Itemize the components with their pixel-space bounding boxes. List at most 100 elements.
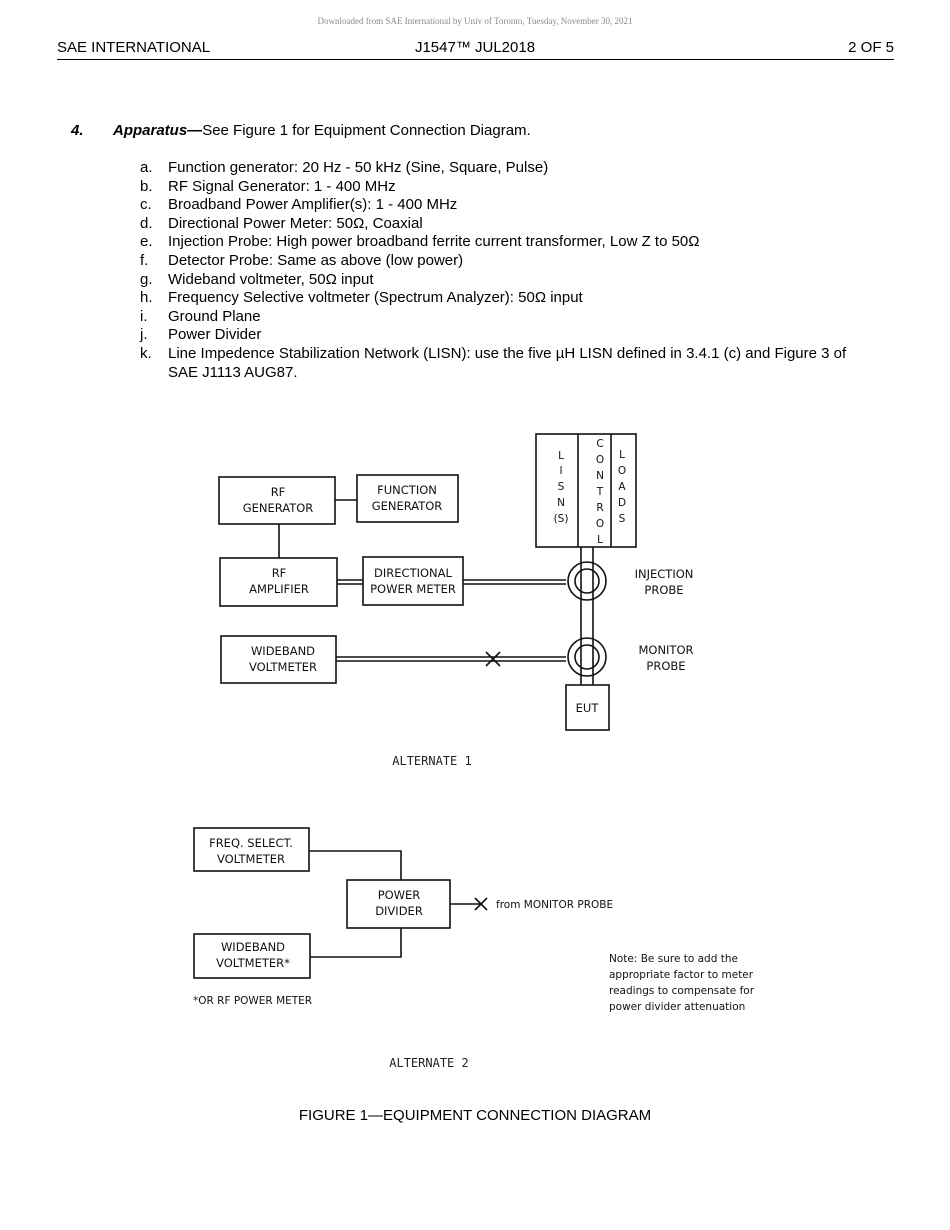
function-generator-label-line1: FUNCTION (377, 483, 437, 497)
list-item-text: Frequency Selective voltmeter (Spectrum … (168, 289, 583, 307)
header-organization: SAE INTERNATIONAL (57, 39, 211, 56)
injection-probe-label-line1: INJECTION (635, 567, 694, 581)
loads-letter: A (618, 481, 626, 493)
list-marker: d. (140, 214, 153, 232)
directional-power-meter-label-line2: POWER METER (370, 582, 456, 596)
lisn-letter: S (558, 481, 565, 493)
control-letter: L (597, 534, 603, 546)
wideband-voltmeter-label-line2: VOLTMETER (249, 660, 317, 674)
list-item: h. Frequency Selective voltmeter (Spectru… (140, 289, 880, 308)
list-marker: e. (140, 233, 153, 251)
list-marker: k. (140, 344, 152, 362)
list-marker: h. (140, 289, 153, 307)
list-item: a. Function generator: 20 Hz - 50 kHz (Si… (140, 159, 880, 178)
wideband-voltmeter-2-label-line2: VOLTMETER* (216, 956, 290, 970)
list-marker: i. (140, 307, 148, 325)
cross-mark-icon (485, 651, 501, 667)
section-text: See Figure 1 for Equipment Connection Di… (202, 122, 531, 139)
injection-probe-inner-ring (574, 568, 600, 594)
lisn-letter: N (557, 497, 565, 509)
power-divider-label-line2: DIVIDER (375, 904, 423, 918)
list-item-text: Detector Probe: Same as above (low power… (168, 251, 464, 269)
cross-mark-icon (474, 897, 488, 911)
list-item: c.Broadband Power Amplifier(s): 1 - 400 … (140, 196, 880, 215)
monitor-probe-inner-ring (574, 644, 600, 670)
wideband-voltmeter-box (220, 635, 337, 684)
alternate-1-caption: ALTERNATE 1 (392, 754, 471, 768)
rf-amplifier-label-line1: RF (272, 566, 287, 580)
lisn-control-loads-box (535, 433, 637, 548)
rf-amplifier-label-line2: AMPLIFIER (249, 582, 309, 596)
freq-select-voltmeter-label-line2: VOLTMETER (217, 852, 285, 866)
injection-probe-label-line2: PROBE (644, 583, 683, 597)
list-marker: g. (140, 270, 153, 288)
note-line: readings to compensate for (609, 985, 755, 997)
control-letter: O (596, 518, 604, 530)
list-marker: a. (140, 159, 153, 176)
injection-probe-outer-ring (567, 561, 607, 601)
power-divider-label-line1: POWER (378, 888, 421, 902)
list-item: d. Directional Power Meter: 50Ω, Coaxial (140, 215, 880, 234)
directional-power-meter-label-line1: DIRECTIONAL (374, 566, 452, 580)
control-letter: R (596, 502, 603, 514)
loads-letter: O (618, 465, 626, 477)
apparatus-list: a. Function generator: 20 Hz - 50 kHz (Si… (140, 159, 880, 382)
control-letter: O (596, 454, 604, 466)
header-document-id: J1547™ JUL2018 (414, 39, 536, 56)
header-page-number: 2 OF 5 (848, 39, 894, 56)
freq-to-divider-wire (309, 850, 402, 880)
list-item: g. Wideband voltmeter, 50Ω input (140, 271, 880, 290)
eut-box (565, 684, 610, 731)
control-letter: C (596, 438, 603, 450)
eut-label: EUT (576, 701, 600, 715)
list-marker: j. (140, 326, 148, 344)
list-item-text: Wideband voltmeter, 50Ω input (168, 270, 374, 288)
alternate-2-caption: ALTERNATE 2 (389, 1056, 468, 1070)
list-marker: b. (140, 177, 153, 195)
rf-generator-label-line1: RF (271, 485, 286, 499)
wideband-voltmeter-box-2 (193, 933, 311, 979)
monitor-probe-outer-ring (567, 637, 607, 677)
control-letter: N (596, 470, 604, 482)
lisn-letter: L (558, 450, 564, 462)
wideband-voltmeter-label-line1: WIDEBAND (251, 644, 315, 658)
monitor-probe-label-line1: MONITOR (638, 643, 693, 657)
directional-power-meter-box (362, 556, 464, 606)
list-item-text: Broadband Power Amplifier(s): 1 - 400 MH… (168, 196, 458, 214)
from-monitor-probe-label: from MONITOR PROBE (496, 899, 613, 911)
lisn-letter: (S) (554, 513, 569, 525)
download-note: Downloaded from SAE International by Uni… (317, 16, 633, 26)
section-heading: 4. Apparatus—See Figure 1 for Equipment C… (71, 122, 531, 139)
rf-generator-label-line2: GENERATOR (243, 501, 314, 515)
list-item: k. Line Impedence Stabilization Network (… (140, 345, 880, 382)
header-rule (57, 59, 894, 60)
monitor-probe-label-line2: PROBE (646, 659, 685, 673)
figure-caption: FIGURE 1—EQUIPMENT CONNECTION DIAGRAM (298, 1107, 652, 1124)
freq-select-voltmeter-box (193, 827, 310, 872)
list-item-text: RF Signal Generator: 1 - 400 MHz (168, 177, 396, 195)
rf-power-meter-footnote: *OR RF POWER METER (193, 995, 312, 1007)
control-letter: T (596, 486, 604, 498)
note-line: appropriate factor to meter (609, 969, 754, 981)
list-item: e. Injection Probe: High power broadband … (140, 233, 880, 252)
rf-amplifier-box (219, 557, 338, 607)
list-item: b. RF Signal Generator: 1 - 400 MHz (140, 178, 880, 197)
list-item-text: Function generator: 20 Hz - 50 kHz (Sine… (168, 159, 549, 176)
loads-letter: S (619, 513, 626, 525)
section-number: 4. (71, 122, 84, 139)
section-title: Apparatus— (113, 122, 203, 139)
freq-select-voltmeter-label-line1: FREQ. SELECT. (209, 836, 293, 850)
list-item: j.Power Divider (140, 326, 880, 345)
divider-to-wideband-wire (310, 928, 402, 958)
list-item-text: Line Impedence Stabilization Network (LI… (168, 344, 847, 381)
function-generator-label-line2: GENERATOR (372, 499, 443, 513)
list-item: i.Ground Plane (140, 308, 880, 327)
list-item-text: Injection Probe: High power broadband fe… (168, 233, 700, 251)
list-item: f. Detector Probe: Same as above (low pow… (140, 252, 880, 271)
wideband-voltmeter-2-label-line1: WIDEBAND (221, 940, 285, 954)
function-generator-box (356, 474, 459, 523)
note-line: Note: Be sure to add the (609, 953, 738, 965)
list-item-text: Directional Power Meter: 50Ω, Coaxial (168, 214, 423, 232)
list-marker: f. (140, 251, 149, 269)
